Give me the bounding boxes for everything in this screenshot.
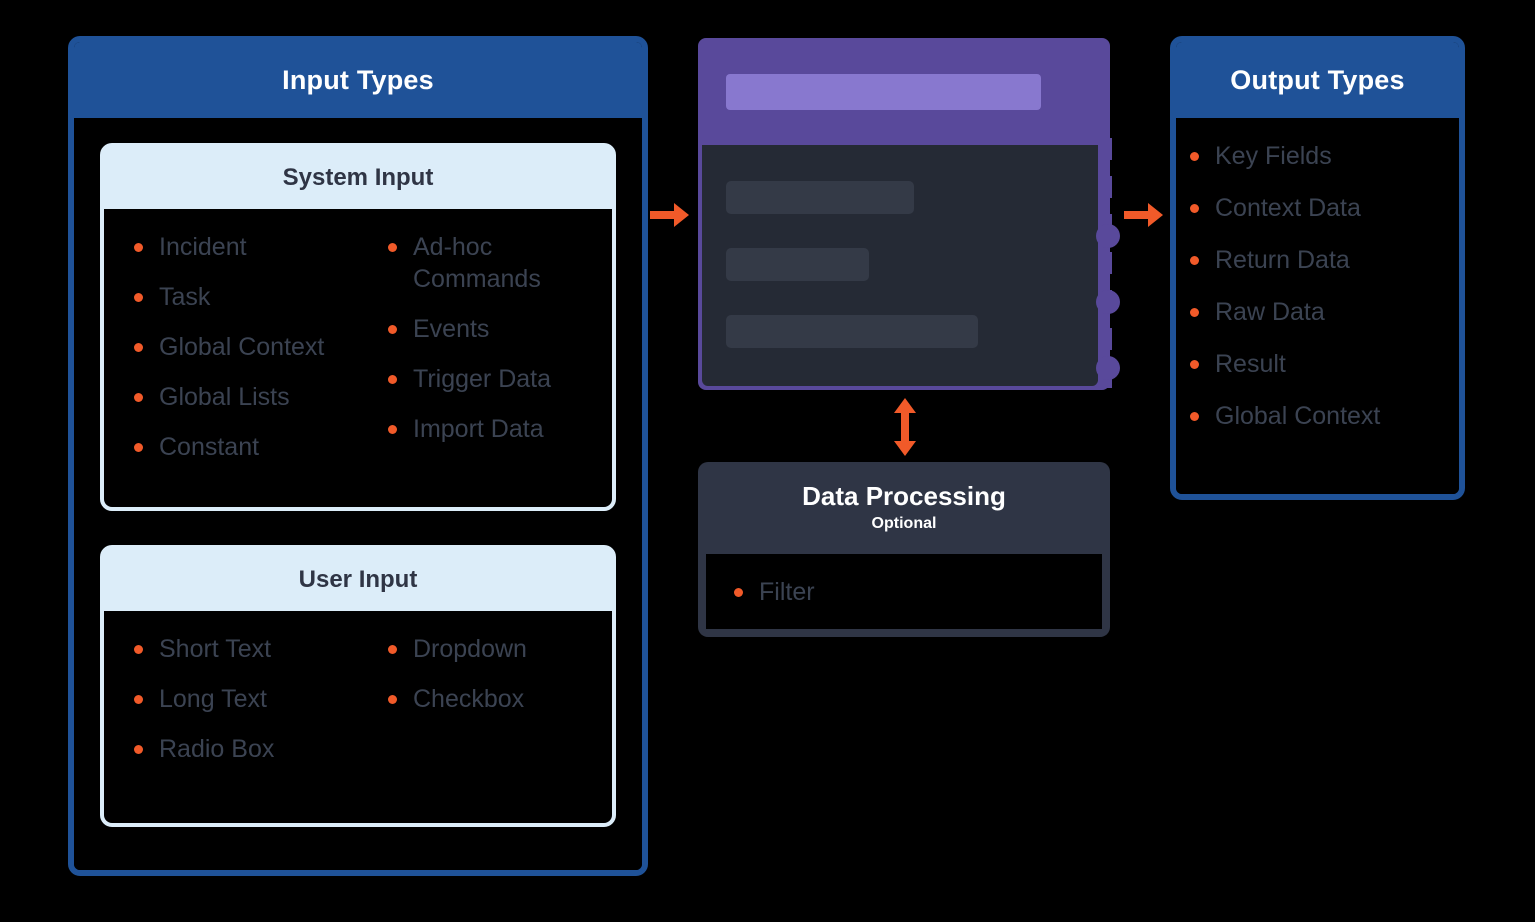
output-node-handle[interactable] bbox=[1096, 356, 1120, 380]
list-item-label: Global Lists bbox=[159, 383, 290, 411]
output-node-handle[interactable] bbox=[1096, 290, 1120, 314]
list-item[interactable]: Incident bbox=[134, 231, 358, 263]
arrow-double-vertical-icon bbox=[889, 398, 921, 456]
output-types-panel: Output Types Key Fields Context Data Ret… bbox=[1170, 36, 1465, 500]
list-item[interactable]: Result bbox=[1190, 348, 1459, 380]
list-item-label: Incident bbox=[159, 233, 247, 261]
bullet-dot-icon bbox=[1190, 152, 1199, 161]
data-processing-card: Data Processing Optional Filter bbox=[698, 462, 1110, 637]
action-card-header bbox=[698, 38, 1110, 145]
list-item-label: Radio Box bbox=[159, 735, 275, 763]
list-item[interactable]: Import Data bbox=[388, 413, 612, 445]
list-item-label: Filter bbox=[759, 577, 815, 606]
list-item-label: Global Context bbox=[1215, 402, 1381, 430]
input-types-title: Input Types bbox=[74, 42, 642, 118]
list-item[interactable]: Return Data bbox=[1190, 244, 1459, 276]
arrow-right-icon bbox=[650, 201, 690, 229]
bullet-dot-icon bbox=[134, 443, 143, 452]
list-item-label: Import Data bbox=[413, 415, 544, 443]
system-input-column-left: Incident Task Global Context Global List… bbox=[104, 231, 358, 485]
list-item[interactable]: Context Data bbox=[1190, 192, 1459, 224]
list-item-label: Dropdown bbox=[413, 635, 527, 663]
list-item[interactable]: Global Lists bbox=[134, 381, 358, 413]
bullet-dot-icon bbox=[388, 325, 397, 334]
list-item-label: Task bbox=[159, 283, 211, 311]
list-item-label: Ad-hoc Commands bbox=[413, 233, 541, 293]
data-processing-list: Filter bbox=[706, 554, 1102, 629]
user-input-column-left: Short Text Long Text Radio Box bbox=[104, 633, 358, 801]
system-input-title: System Input bbox=[104, 147, 612, 209]
user-input-title: User Input bbox=[104, 549, 612, 611]
list-item-label: Global Context bbox=[159, 333, 325, 361]
list-item[interactable]: Task bbox=[134, 281, 358, 313]
bullet-dot-icon bbox=[134, 343, 143, 352]
input-types-panel: Input Types System Input Incident Task bbox=[68, 36, 648, 876]
list-item[interactable]: Trigger Data bbox=[388, 363, 612, 395]
bullet-dot-icon bbox=[134, 293, 143, 302]
data-processing-title: Data Processing bbox=[802, 481, 1006, 511]
list-item[interactable]: Global Context bbox=[1190, 400, 1459, 432]
list-item[interactable]: Raw Data bbox=[1190, 296, 1459, 328]
field-placeholder-bar bbox=[726, 181, 914, 214]
integration-action-card[interactable] bbox=[698, 38, 1120, 390]
field-placeholder-bar bbox=[726, 315, 978, 348]
action-title-placeholder-bar bbox=[726, 74, 1041, 110]
list-item-label: Short Text bbox=[159, 635, 272, 663]
bullet-dot-icon bbox=[1190, 256, 1199, 265]
output-types-body: Key Fields Context Data Return Data Raw … bbox=[1176, 118, 1459, 494]
list-item[interactable]: Radio Box bbox=[134, 733, 358, 765]
bullet-dot-icon bbox=[388, 375, 397, 384]
user-input-column-right: Dropdown Checkbox bbox=[358, 633, 612, 801]
bullet-dot-icon bbox=[134, 695, 143, 704]
bullet-dot-icon bbox=[388, 645, 397, 654]
bullet-dot-icon bbox=[1190, 360, 1199, 369]
bullet-dot-icon bbox=[388, 243, 397, 252]
data-processing-header: Data Processing Optional bbox=[698, 462, 1110, 554]
bullet-dot-icon bbox=[1190, 204, 1199, 213]
list-item-label: Long Text bbox=[159, 685, 267, 713]
arrow-right-icon bbox=[1124, 201, 1164, 229]
list-item-label: Context Data bbox=[1215, 194, 1361, 222]
user-input-card: User Input Short Text Long Text Radio Bo… bbox=[100, 545, 616, 827]
list-item-label: Raw Data bbox=[1215, 298, 1325, 326]
list-item[interactable]: Dropdown bbox=[388, 633, 612, 665]
list-item[interactable]: Short Text bbox=[134, 633, 358, 665]
system-input-list: Incident Task Global Context Global List… bbox=[104, 209, 612, 507]
list-item[interactable]: Ad-hoc Commands bbox=[388, 231, 612, 295]
bullet-dot-icon bbox=[388, 695, 397, 704]
output-connector-rail bbox=[1104, 138, 1112, 388]
list-item-label: Key Fields bbox=[1215, 142, 1332, 170]
bullet-dot-icon bbox=[134, 745, 143, 754]
system-input-card: System Input Incident Task Global Contex… bbox=[100, 143, 616, 511]
list-item[interactable]: Global Context bbox=[134, 331, 358, 363]
list-item-label: Trigger Data bbox=[413, 365, 552, 393]
bullet-dot-icon bbox=[1190, 308, 1199, 317]
action-card-body bbox=[702, 145, 1098, 386]
output-node-handle[interactable] bbox=[1096, 224, 1120, 248]
system-input-column-right: Ad-hoc Commands Events Trigger Data Impo… bbox=[358, 231, 612, 485]
list-item[interactable]: Filter bbox=[734, 576, 815, 608]
list-item[interactable]: Key Fields bbox=[1190, 140, 1459, 172]
list-item[interactable]: Constant bbox=[134, 431, 358, 463]
bullet-dot-icon bbox=[734, 587, 743, 597]
list-item-label: Return Data bbox=[1215, 246, 1350, 274]
user-input-list: Short Text Long Text Radio Box Dropdown bbox=[104, 611, 612, 823]
field-placeholder-bar bbox=[726, 248, 869, 281]
output-types-title: Output Types bbox=[1176, 42, 1459, 118]
list-item[interactable]: Checkbox bbox=[388, 683, 612, 715]
list-item-label: Events bbox=[413, 315, 490, 343]
input-types-body: System Input Incident Task Global Contex… bbox=[74, 118, 642, 870]
bullet-dot-icon bbox=[134, 243, 143, 252]
bullet-dot-icon bbox=[134, 645, 143, 654]
list-item[interactable]: Long Text bbox=[134, 683, 358, 715]
bullet-dot-icon bbox=[134, 393, 143, 402]
list-item-label: Result bbox=[1215, 350, 1286, 378]
bullet-dot-icon bbox=[1190, 412, 1199, 421]
list-item[interactable]: Events bbox=[388, 313, 612, 345]
list-item-label: Checkbox bbox=[413, 685, 525, 713]
bullet-dot-icon bbox=[388, 425, 397, 434]
data-processing-subtitle: Optional bbox=[871, 514, 937, 532]
list-item-label: Constant bbox=[159, 433, 260, 461]
